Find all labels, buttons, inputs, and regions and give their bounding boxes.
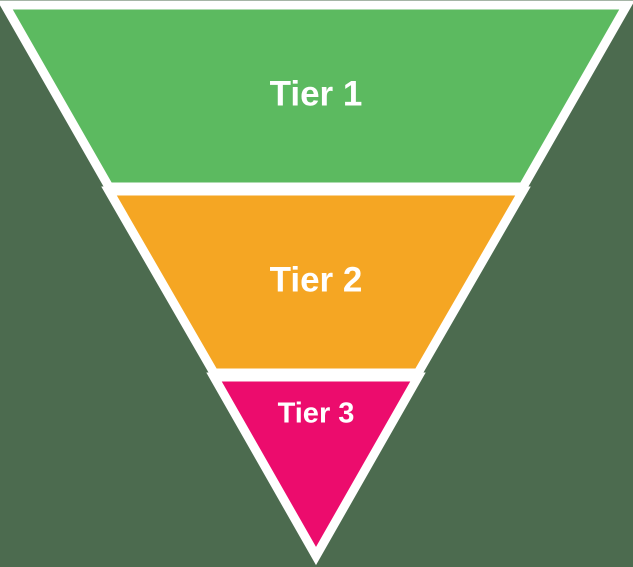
funnel-segment-tier-3[interactable]	[206, 372, 426, 566]
funnel-label-tier-3: Tier 3	[278, 398, 355, 430]
funnel-label-tier-2: Tier 2	[270, 260, 363, 299]
funnel-label-tier-1: Tier 1	[270, 74, 363, 113]
